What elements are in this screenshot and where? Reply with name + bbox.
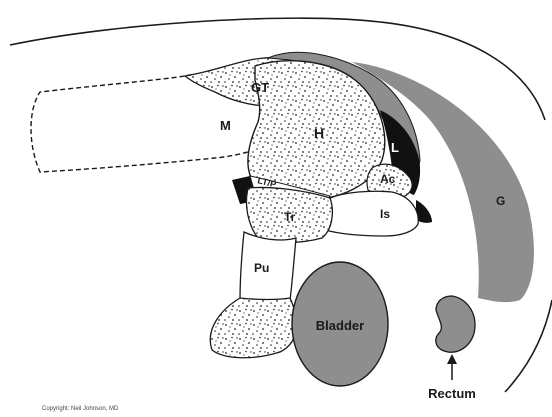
label-is: Is [380, 207, 390, 221]
label-bladder: Bladder [316, 318, 364, 333]
ischium [321, 191, 418, 236]
body-outline-lower [505, 300, 552, 392]
rectum-arrow-head [447, 354, 457, 364]
label-g: G [496, 194, 505, 208]
label-l: L [391, 140, 399, 155]
label-m: M [220, 118, 231, 133]
label-gt: GT [251, 80, 269, 95]
label-pu: Pu [254, 261, 269, 275]
label-ac: Ac [380, 172, 396, 186]
rectum [436, 296, 475, 352]
pubic-ramus [210, 298, 296, 358]
label-tr: Tr [284, 210, 296, 224]
label-rectum: Rectum [428, 386, 476, 401]
copyright-credit: Copyright: Neil Johnson, MD [42, 406, 119, 412]
label-h: H [314, 125, 324, 141]
